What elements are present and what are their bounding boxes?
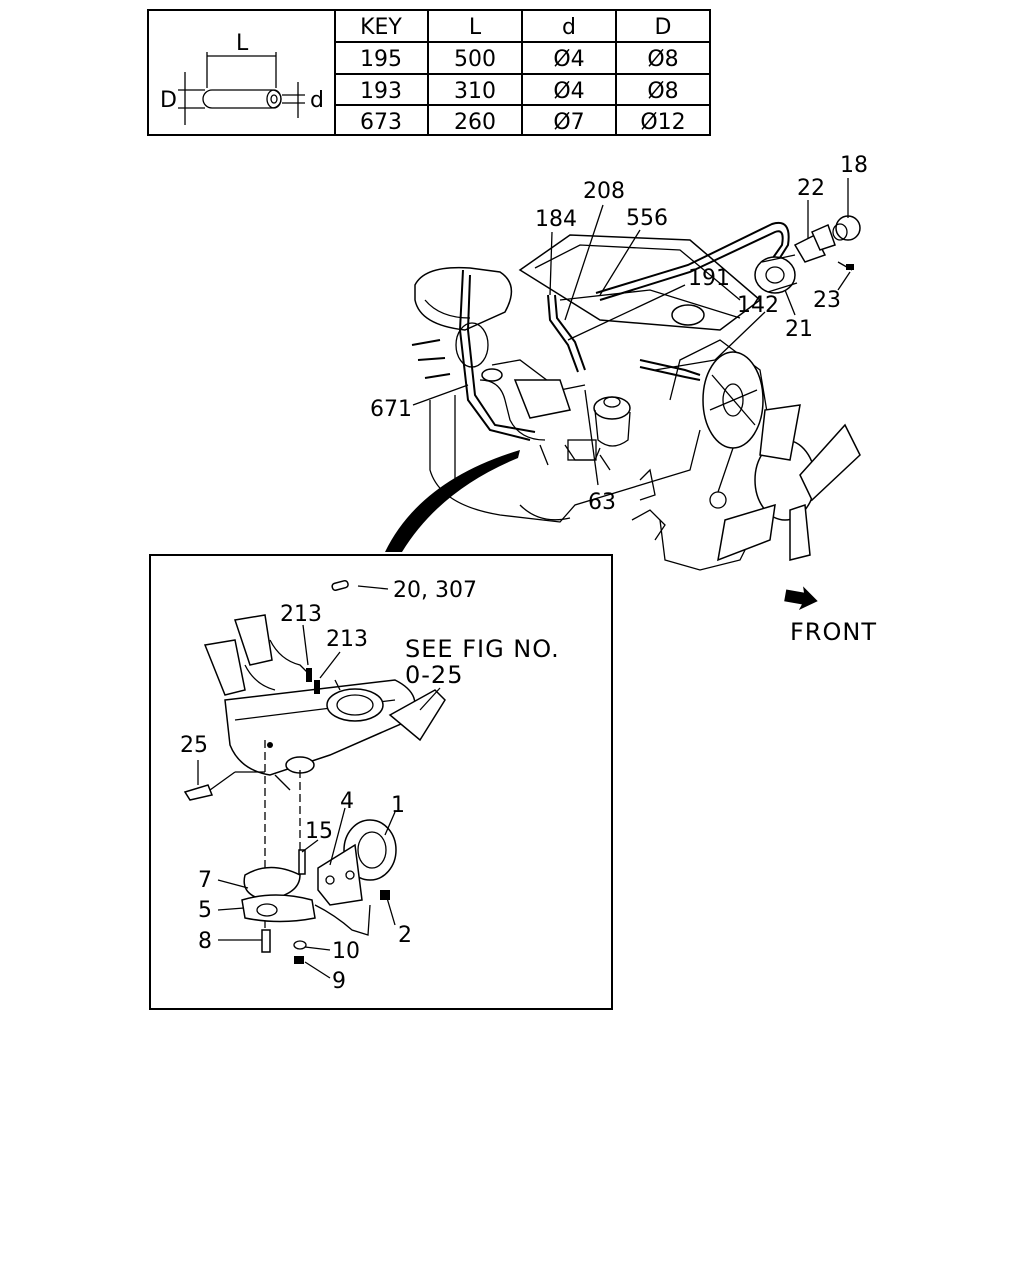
callout-label: 22 (797, 176, 825, 201)
table-cell: Ø4 (553, 47, 584, 72)
engine-illustration (411, 222, 861, 571)
table-cell: Ø12 (640, 110, 685, 135)
front-arrow-icon (784, 586, 818, 610)
callout-label: 25 (180, 733, 208, 758)
callout-label: 8 (198, 929, 212, 954)
callout-label: 20, 307 (393, 578, 477, 603)
table-cell: 500 (454, 47, 496, 72)
pump-assembly (754, 215, 861, 294)
table-cell: Ø8 (647, 47, 678, 72)
table-header-key: KEY (360, 15, 402, 40)
callout-label: 556 (626, 206, 668, 231)
table-cell: 193 (360, 79, 402, 104)
callout-label: 10 (332, 939, 360, 964)
cooling-fan (717, 404, 861, 562)
table-cell: Ø4 (553, 79, 584, 104)
callout-label: 9 (332, 969, 346, 994)
intake-manifold (203, 614, 446, 791)
detail-box: 20, 307 SEE FIG NO. 0-25 213 213 (149, 554, 613, 1010)
table-header-l: L (469, 15, 482, 40)
table-cell: Ø7 (553, 110, 584, 135)
callout-label: 191 (688, 266, 730, 291)
table-cell: Ø8 (647, 79, 678, 104)
callout-label: 1 (391, 793, 405, 818)
table-header-d-inner: d (562, 15, 576, 40)
table-cell: 310 (454, 79, 496, 104)
hose-spec-table: L D d KEY L d D 195 500 Ø4 Ø8 193 310 Ø4… (147, 9, 711, 136)
hose-sketch: L D d (160, 31, 324, 125)
front-label: FRONT (790, 618, 877, 646)
dim-label-inner: d (310, 88, 324, 113)
callout-label: 213 (326, 627, 368, 652)
dim-label-length: L (236, 31, 249, 56)
callout-label: 63 (588, 490, 616, 515)
callout-label: 18 (840, 153, 868, 178)
table-cell: 260 (454, 110, 496, 135)
callout-label: 15 (305, 819, 333, 844)
see-fig-line1: SEE FIG NO. (405, 635, 560, 663)
callout-label: 213 (280, 602, 322, 627)
callout-label: 671 (370, 397, 412, 422)
see-fig-line2: 0-25 (405, 661, 463, 689)
callout-label: 7 (198, 868, 212, 893)
callout-label: 5 (198, 898, 212, 923)
callout-label: 142 (737, 293, 779, 318)
detail-pointer-arrow (385, 450, 520, 552)
water-pump-assembly (241, 819, 397, 964)
table-cell: 195 (360, 47, 402, 72)
callout-label: 4 (340, 789, 354, 814)
callout-label: 184 (535, 207, 577, 232)
callout-leaders-top (412, 178, 851, 486)
dim-label-outer: D (160, 88, 177, 113)
table-header-d-outer: D (655, 15, 672, 40)
callout-label: 208 (583, 179, 625, 204)
callout-label: 2 (398, 923, 412, 948)
callout-label: 21 (785, 317, 813, 342)
table-cell: 673 (360, 110, 402, 135)
callout-label: 23 (813, 288, 841, 313)
